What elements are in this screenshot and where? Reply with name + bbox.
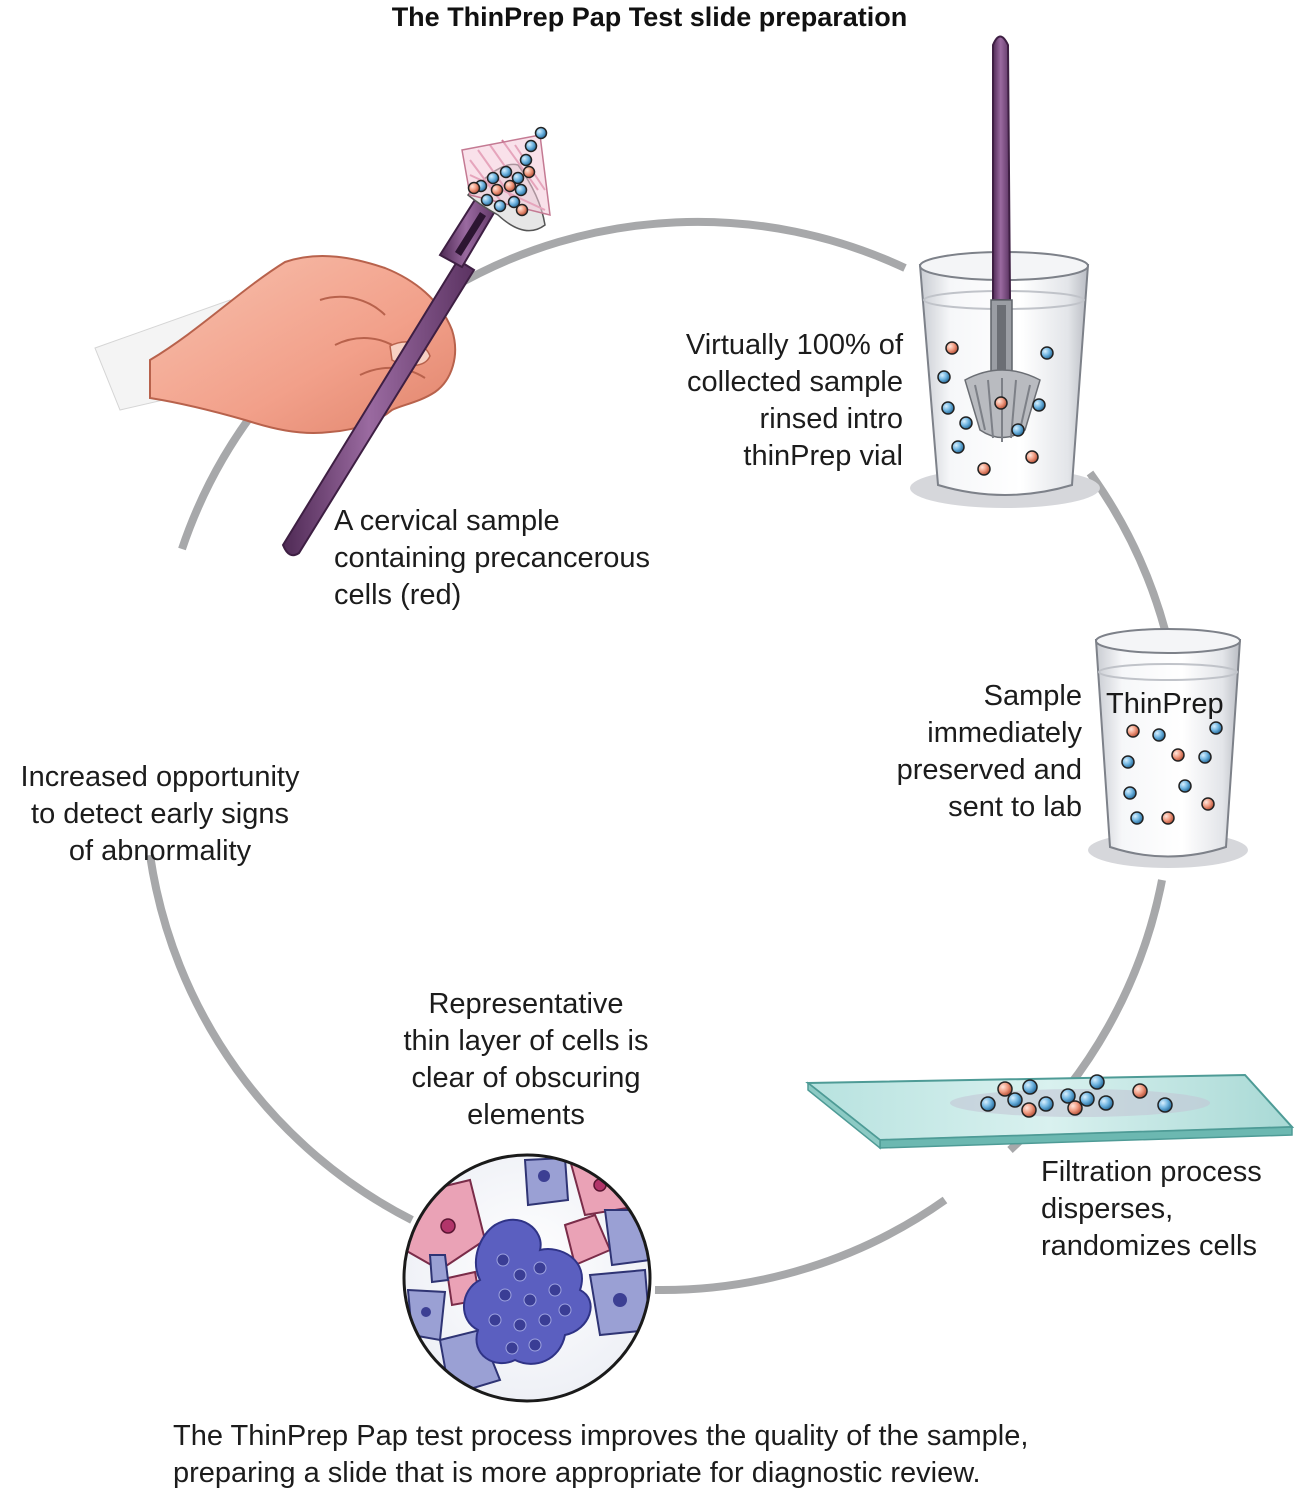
cycle-ring [146, 217, 1169, 1295]
normal-cell [1157, 1097, 1173, 1113]
label-line: thinPrep vial [743, 440, 903, 472]
normal-cell [1040, 346, 1054, 360]
precancerous-cell [1171, 748, 1185, 762]
normal-cell [1032, 398, 1046, 412]
normal-cell [499, 165, 513, 179]
normal-cell [1079, 1091, 1095, 1107]
label-line: Virtually 100% of [685, 329, 903, 361]
precancerous-cell [1025, 450, 1039, 464]
precancerous-cell [503, 179, 517, 193]
label-line: A cervical sample [334, 505, 560, 537]
precancerous-cell [997, 1081, 1013, 1097]
normal-cell [1038, 1096, 1054, 1112]
label-cervical-sample: A cervical sample containing precancerou… [334, 503, 650, 614]
label-line: disperses, [1041, 1193, 1174, 1225]
rinsing-vial-illustration [910, 35, 1100, 508]
label-line: elements [467, 1099, 585, 1131]
normal-cell [1121, 755, 1135, 769]
normal-cell [493, 199, 507, 213]
normal-cell [937, 370, 951, 384]
normal-cell [519, 153, 533, 167]
precancerous-cell [1201, 797, 1215, 811]
label-filtration-process: Filtration process disperses, randomizes… [1041, 1154, 1262, 1265]
label-line: Increased opportunity [20, 761, 300, 793]
normal-cell [1060, 1088, 1076, 1104]
brush-cells [467, 126, 548, 217]
label-line: sent to lab [948, 791, 1082, 823]
precancerous-cell [1161, 811, 1175, 825]
label-line: randomizes cells [1041, 1230, 1257, 1262]
precancerous-cell [467, 181, 481, 195]
normal-cell [1178, 779, 1192, 793]
label-line: preserved and [896, 754, 1082, 786]
precancerous-cell [977, 462, 991, 476]
normal-cell [1152, 728, 1166, 742]
precancerous-cell [522, 165, 536, 179]
slide-cells [980, 1074, 1173, 1118]
label-line: clear of obscuring [411, 1062, 641, 1094]
label-line: collected sample [687, 366, 903, 398]
precancerous-cell [945, 341, 959, 355]
footer-line: preparing a slide that is more appropria… [173, 1457, 981, 1489]
precancerous-cell [515, 203, 529, 217]
microscope-view-illustration [402, 1153, 652, 1403]
normal-cell [486, 171, 500, 185]
diagram-title: The ThinPrep Pap Test slide preparation [391, 2, 908, 32]
label-line: Sample [983, 680, 1082, 712]
normal-cell [534, 126, 548, 140]
hand-with-brush-illustration [94, 134, 551, 557]
label-increased-opportunity: Increased opportunity to detect early si… [0, 759, 320, 870]
precancerous-cell [1126, 724, 1140, 738]
normal-cell [941, 401, 955, 415]
label-line: of abnormality [68, 835, 252, 867]
label-line: cells (red) [334, 579, 462, 611]
normal-cell [951, 440, 965, 454]
precancerous-cell [1067, 1100, 1083, 1116]
normal-cell [980, 1096, 996, 1112]
label-line: Filtration process [1041, 1156, 1262, 1188]
thinprep-vial-cells [1121, 721, 1223, 825]
normal-cell [1011, 423, 1025, 437]
normal-cell [1022, 1079, 1038, 1095]
glass-slide-illustration [805, 1073, 1295, 1150]
footer-line: The ThinPrep Pap test process improves t… [173, 1420, 1029, 1452]
normal-cell [1209, 721, 1223, 735]
label-line: to detect early signs [31, 798, 289, 830]
normal-cell [1089, 1074, 1105, 1090]
label-line: immediately [927, 717, 1082, 749]
normal-cell [507, 195, 521, 209]
rinsing-vial-cells [937, 341, 1054, 476]
footer-caption: The ThinPrep Pap test process improves t… [173, 1418, 1028, 1492]
normal-cell [511, 171, 525, 185]
label-preserved-sent-to-lab: Sample immediately preserved and sent to… [897, 678, 1082, 826]
precancerous-cell [1021, 1102, 1037, 1118]
normal-cell [1098, 1095, 1114, 1111]
label-line: thin layer of cells is [403, 1025, 649, 1057]
label-line: rinsed intro [759, 403, 903, 435]
precancerous-cell [1132, 1083, 1148, 1099]
normal-cell [1198, 750, 1212, 764]
thinprep-vial-brand-label: ThinPrep [1106, 688, 1224, 720]
thinprep-vial-illustration [1088, 628, 1248, 868]
label-thin-layer-of-cells: Representative thin layer of cells is cl… [376, 986, 676, 1134]
normal-cell [959, 416, 973, 430]
normal-cell [514, 183, 528, 197]
normal-cell [524, 139, 538, 153]
label-rinsed-into-vial: Virtually 100% of collected sample rinse… [686, 327, 903, 475]
normal-cell [1007, 1092, 1023, 1108]
normal-cell [1130, 811, 1144, 825]
label-line: Representative [428, 988, 624, 1020]
precancerous-cell [490, 183, 504, 197]
label-line: containing precancerous [334, 542, 650, 574]
normal-cell [480, 193, 494, 207]
normal-cell [1123, 786, 1137, 800]
precancerous-cell [994, 396, 1008, 410]
